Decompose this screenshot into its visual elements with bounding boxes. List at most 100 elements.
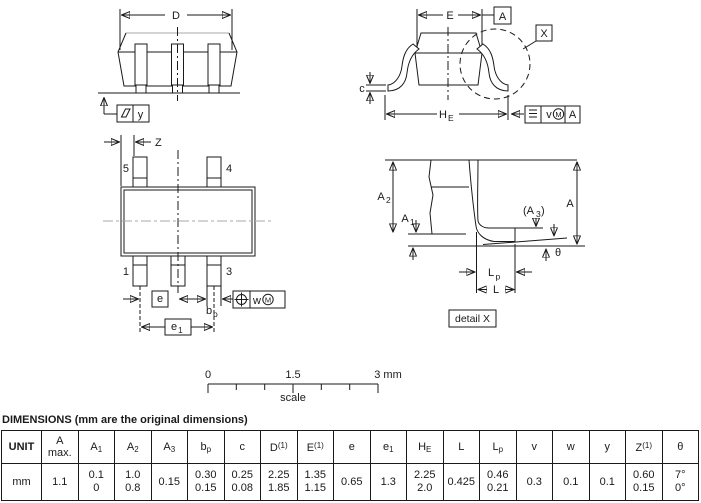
- mmc-m-label-2: M: [265, 296, 271, 305]
- side-view: E A X c H E: [359, 6, 581, 124]
- dim-label-a3-post: ): [541, 205, 545, 217]
- detail-x-label: X: [540, 28, 548, 40]
- body-break-edge: [428, 159, 434, 235]
- scale-tick-max: 3 mm: [374, 369, 402, 381]
- dim-label-e1-sub: 1: [178, 325, 183, 335]
- detail-circle: [459, 28, 531, 100]
- tol-value-v: v: [546, 109, 552, 121]
- val-e1: 1.3: [369, 463, 407, 501]
- col-e1: e1: [369, 430, 407, 464]
- dim-label-he-sub: E: [448, 113, 454, 123]
- dim-label-e-pitch: e: [157, 293, 163, 305]
- dim-label-theta: θ: [555, 247, 561, 259]
- lp-dimension: L p: [459, 267, 532, 282]
- e1-dimension: e 1: [142, 318, 213, 336]
- coplanarity-callout: y: [104, 98, 150, 123]
- scale-caption: scale: [280, 392, 306, 404]
- col-e: E(1): [296, 430, 334, 464]
- mmc-circle: [552, 108, 565, 120]
- mmc-m-label: M: [555, 110, 561, 119]
- mmc-circle-2: [262, 293, 274, 306]
- detail-x-view: A 2 A 1 A (A 3 ) θ L: [377, 159, 585, 328]
- dim-label-e1: e: [171, 321, 177, 333]
- col-c: c: [223, 430, 261, 464]
- col-a1: A1: [77, 430, 115, 464]
- col-bp: bp: [187, 430, 225, 464]
- dim-label-e: E: [446, 10, 453, 22]
- scale-tick-0: 0: [205, 369, 211, 381]
- dim-label-a: A: [566, 198, 574, 210]
- coplanarity-icon: [120, 108, 131, 118]
- col-y: y: [588, 430, 626, 464]
- position-icon: [234, 292, 249, 307]
- tol-datum-a: A: [569, 109, 577, 121]
- col-z: Z(1): [625, 430, 663, 464]
- datum-a-flag: A: [482, 6, 512, 25]
- symmetry-icon: [529, 109, 537, 118]
- detail-x-caption: detail X: [448, 309, 497, 328]
- he-dimension: H E: [384, 95, 509, 123]
- dim-label-z: Z: [155, 137, 162, 149]
- a-dimension: A: [566, 162, 577, 244]
- col-a2: A2: [114, 430, 152, 464]
- col-a3: A3: [150, 430, 188, 464]
- a2-dimension: A 2: [377, 162, 393, 232]
- dim-label-lp-sub: p: [496, 272, 501, 282]
- dim-label-bp: b: [206, 305, 212, 317]
- val-unit: mm: [1, 463, 42, 501]
- a3-dimension: (A 3 ): [523, 205, 545, 227]
- pin-5-label: 5: [123, 163, 129, 175]
- dim-label-l: L: [493, 284, 499, 296]
- val-v: 0.3: [515, 463, 553, 501]
- z-dimension: Z: [104, 135, 162, 186]
- c-dimension: c: [359, 72, 386, 104]
- dim-label-d: D: [172, 10, 180, 22]
- dim-label-a3-pre: (A: [523, 205, 535, 217]
- dimensions-title: DIMENSIONS (mm are the original dimensio…: [2, 414, 248, 426]
- theta-slant-line: [482, 237, 568, 245]
- dim-label-a1-sub: 1: [410, 217, 415, 227]
- val-a3: 0.15: [150, 463, 188, 501]
- right-gullwing-lead: [476, 43, 509, 92]
- l-dimension: L: [478, 284, 514, 296]
- val-theta: 7°0°: [661, 463, 699, 501]
- col-he: HE: [406, 430, 444, 464]
- col-v: v: [515, 430, 553, 464]
- dim-label-bp-sub: p: [213, 309, 218, 319]
- dim-label-he: H: [439, 109, 447, 121]
- lead-section: [468, 159, 543, 242]
- front-view: D y: [98, 9, 240, 123]
- dim-label-a3-sub: 3: [536, 209, 541, 219]
- detail-caption-label: detail X: [455, 313, 490, 325]
- pin-1-label: 1: [123, 266, 129, 278]
- dim-label-lp: L: [488, 267, 494, 279]
- dim-label-a2-sub: 2: [386, 195, 391, 205]
- col-lp: Lp: [479, 430, 517, 464]
- pin-3-label: 3: [226, 266, 232, 278]
- col-l: L: [442, 430, 480, 464]
- col-w: w: [552, 430, 590, 464]
- theta-dimension: θ: [546, 224, 561, 261]
- val-l: 0.425: [442, 463, 480, 501]
- a1-dimension: A 1: [401, 213, 416, 260]
- val-a-max: 1.1: [41, 463, 79, 501]
- dim-label-a1: A: [401, 213, 409, 225]
- position-tolerance-box: w M: [223, 290, 286, 309]
- col-e-pitch: e: [333, 430, 371, 464]
- dim-label-a2: A: [377, 191, 385, 203]
- scale-bar: 0 1.5 3 mm scale: [205, 369, 402, 404]
